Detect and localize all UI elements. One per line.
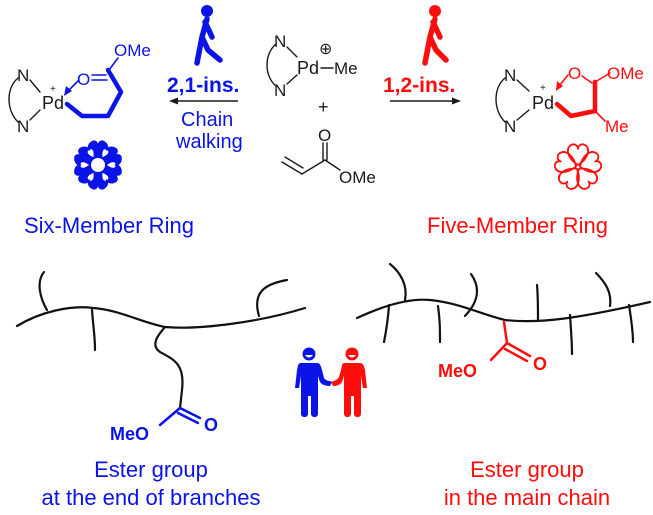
left-ester-co-double xyxy=(176,406,202,425)
left-pd-charge: + xyxy=(50,84,56,95)
blue-person-icon xyxy=(295,347,332,417)
right-c-me-bond xyxy=(594,110,606,122)
acrylate-bond-1b xyxy=(284,156,304,169)
left-c-ome-bond xyxy=(108,57,119,71)
left-ome-label: OMe xyxy=(114,41,151,60)
left-ester-o: O xyxy=(204,415,218,435)
left-arrow-label-line2: walking xyxy=(175,131,243,153)
left-caption-line2: at the end of branches xyxy=(42,485,261,510)
handshake-people-icon xyxy=(295,347,367,417)
right-reaction-arrowhead xyxy=(452,97,461,105)
right-ester-c-bond xyxy=(502,320,509,345)
right-branch-3 xyxy=(436,304,442,344)
right-branch-8 xyxy=(627,303,635,344)
right-branch-6 xyxy=(568,313,574,356)
right-ligand-arc xyxy=(495,77,506,123)
left-branch-1 xyxy=(38,270,49,312)
catalyst-bond-bottom xyxy=(286,74,298,85)
acrylate-bond-1a xyxy=(281,161,303,175)
left-n-pd-bond-top xyxy=(29,79,41,93)
left-coordination-arrowhead xyxy=(64,86,72,96)
right-caption-line1: Ester group xyxy=(470,457,584,482)
left-polymer-chain: MeO O xyxy=(15,270,307,444)
catalyst-pd-label: Pd xyxy=(297,58,319,78)
right-ring-chain xyxy=(554,79,598,119)
left-branch-2 xyxy=(90,308,97,352)
right-branch-7 xyxy=(594,271,612,308)
right-c-ome-bond xyxy=(594,72,611,83)
left-n-bottom: N xyxy=(17,117,29,136)
right-ester-meo: MeO xyxy=(438,361,477,381)
left-product-complex: N N + Pd O OMe xyxy=(8,41,151,136)
right-walking-person-icon xyxy=(422,5,449,66)
right-branch-5 xyxy=(535,283,540,322)
right-bond-bottom xyxy=(516,109,530,121)
right-me-label: Me xyxy=(605,117,629,136)
right-carbonyl-o: O xyxy=(568,64,581,83)
left-arrow-label-line1: Chain xyxy=(181,109,233,131)
left-carbonyl-o: O xyxy=(77,70,90,89)
left-ring-chain xyxy=(64,67,124,119)
six-member-ring-label: Six-Member Ring xyxy=(24,213,194,238)
right-pd-label: Pd xyxy=(532,93,554,113)
five-member-ring-label: Five-Member Ring xyxy=(427,213,608,238)
left-pd-label: Pd xyxy=(42,93,64,113)
right-ester-c-o-bond xyxy=(489,341,509,362)
left-ester-branch xyxy=(154,325,184,410)
acrylate-ome-label: OMe xyxy=(339,168,376,187)
catalyst-complex: N N ⊕ Pd Me xyxy=(266,32,358,100)
right-co-double-bond xyxy=(581,75,593,84)
right-bond-top xyxy=(516,79,530,92)
right-n-top: N xyxy=(504,66,516,85)
catalyst-n-bottom: N xyxy=(274,81,286,100)
right-ester-o: O xyxy=(533,354,547,374)
right-n-bottom: N xyxy=(504,117,516,136)
left-n-pd-bond-bottom xyxy=(29,109,41,121)
left-walking-person-icon xyxy=(194,5,223,66)
right-caption-line2: in the main chain xyxy=(444,485,610,510)
left-backbone xyxy=(15,306,307,329)
right-coordination-arrowhead xyxy=(556,81,563,91)
six-petal-flower-icon xyxy=(74,140,122,190)
catalyst-me-label: Me xyxy=(334,59,358,78)
right-polymer-chain: MeO O xyxy=(355,262,652,381)
acrylate-c-o-bond xyxy=(324,159,341,171)
right-product-complex: N N + Pd O OMe Me xyxy=(495,64,644,136)
right-ester-co-double xyxy=(503,341,532,363)
right-ome-label: OMe xyxy=(607,64,644,83)
right-branch-2 xyxy=(382,303,391,344)
methyl-acrylate: O OMe xyxy=(281,126,376,187)
right-branch-4 xyxy=(463,272,479,318)
right-branch-1 xyxy=(388,262,407,302)
catalyst-n-top: N xyxy=(274,32,286,51)
left-caption-line1: Ester group xyxy=(94,457,208,482)
left-ester-c-o-bond xyxy=(158,406,182,427)
five-heart-flower-icon xyxy=(553,143,603,190)
left-reaction-arrowhead xyxy=(169,97,178,105)
left-ester-meo: MeO xyxy=(110,424,149,444)
right-pd-charge: + xyxy=(540,83,546,94)
catalyst-bond-top xyxy=(286,46,298,58)
left-insertion-label: 2,1-ins. xyxy=(167,74,239,97)
right-insertion-label: 1,2-ins. xyxy=(383,74,455,97)
right-backbone xyxy=(355,298,652,323)
catalyst-charge: ⊕ xyxy=(319,41,332,58)
red-person-icon xyxy=(331,347,367,417)
catalyst-ligand-arc xyxy=(266,43,277,87)
acrylate-bond-2 xyxy=(301,159,326,175)
acrylate-carbonyl-o: O xyxy=(318,126,331,145)
plus-sign: + xyxy=(318,97,329,117)
left-n-top: N xyxy=(17,66,29,85)
left-ligand-arc xyxy=(8,77,19,123)
left-branch-3 xyxy=(256,278,289,318)
